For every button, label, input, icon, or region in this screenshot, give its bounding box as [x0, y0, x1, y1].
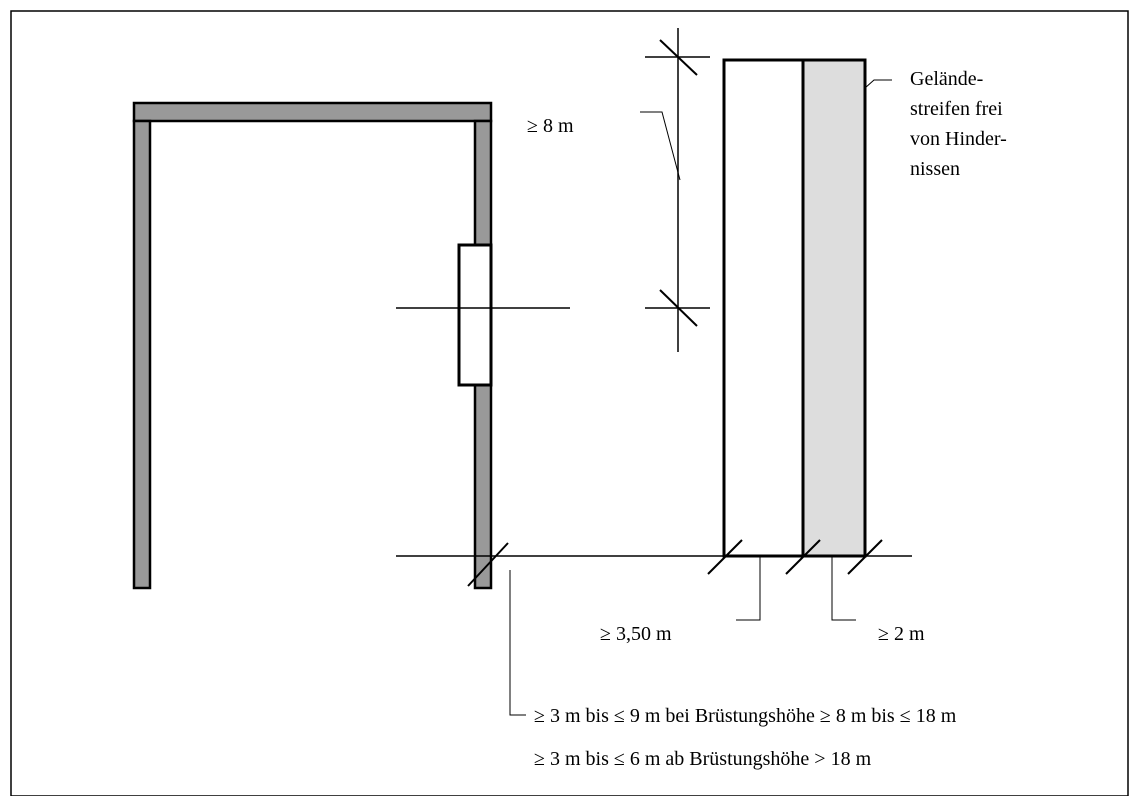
ground-ticks — [467, 539, 883, 587]
ground-tick-lane-right — [847, 539, 883, 575]
height-slash-bottom — [659, 289, 698, 327]
distance-rule-1: ≥ 3 m bis ≤ 9 m bei Brüstungshöhe ≥ 8 m … — [534, 705, 957, 727]
strip-width-leader — [831, 556, 856, 621]
access-lane — [722, 58, 867, 558]
height-dimension — [640, 28, 710, 352]
ground-tick-wall — [467, 542, 509, 587]
height-label: ≥ 8 m — [527, 115, 574, 137]
height-slash-top — [659, 39, 698, 76]
strip-note-line: Gelände- — [910, 68, 983, 90]
obstacle-free-strip — [803, 60, 865, 556]
height-leader — [640, 111, 681, 181]
building-wall-top — [132, 101, 493, 123]
building-wall-left — [132, 119, 152, 590]
distance-leader — [509, 570, 526, 716]
strip-note-label: Gelände- streifen frei von Hinder- nisse… — [910, 68, 1012, 180]
lane-width-label: ≥ 3,50 m — [600, 623, 672, 645]
ground-tick-lane-mid — [785, 539, 821, 575]
ground-tick-lane-left — [707, 539, 743, 575]
strip-note-line: nissen — [910, 158, 960, 180]
lane-width-leader — [736, 556, 761, 621]
strip-note-line: von Hinder- — [910, 128, 1007, 150]
building-outline — [132, 101, 493, 590]
strip-note-line: streifen frei — [910, 98, 1003, 120]
window-opening — [457, 243, 493, 387]
diagram-frame — [10, 10, 1129, 796]
strip-note-leader — [864, 79, 892, 89]
distance-rule-2: ≥ 3 m bis ≤ 6 m ab Brüstungshöhe > 18 m — [534, 748, 872, 770]
strip-width-label: ≥ 2 m — [878, 623, 925, 645]
